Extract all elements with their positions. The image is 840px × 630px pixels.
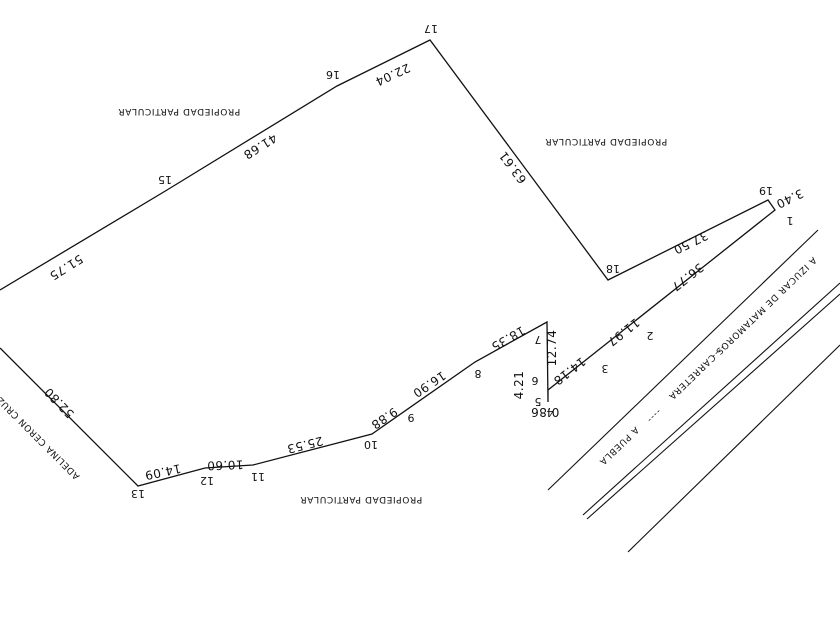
distance-label-6-7: 12.74 bbox=[545, 330, 559, 367]
vertex-label-6: 6 bbox=[532, 374, 539, 387]
vertex-label-18: 18 bbox=[606, 262, 620, 275]
vertex-label-7: 7 bbox=[535, 333, 542, 346]
vertex-label-16: 16 bbox=[326, 68, 340, 81]
boundary-line bbox=[0, 39, 776, 487]
vertex-label-5: 5 bbox=[535, 395, 542, 408]
distance-label-2-3: 11.97 bbox=[605, 315, 643, 349]
neighbor-label-top-left: PROPIEDAD PARTICULAR bbox=[118, 106, 241, 116]
vertex-label-3: 3 bbox=[602, 362, 609, 375]
distance-label-west-15: 51.75 bbox=[47, 252, 86, 283]
distance-label-10-11: 25.53 bbox=[285, 434, 324, 457]
distance-label-8-9: 16.90 bbox=[410, 368, 448, 400]
vertex-label-19: 19 bbox=[759, 184, 773, 197]
neighbor-label-bottom: PROPIEDAD PARTICULAR bbox=[300, 494, 423, 504]
vertex-label-15: 15 bbox=[158, 173, 172, 186]
road-edge-line-4 bbox=[627, 344, 840, 553]
vertex-label-9: 9 bbox=[408, 411, 415, 424]
vertex-label-10: 10 bbox=[364, 438, 378, 451]
distance-label-4-5: 0.86 bbox=[531, 405, 560, 419]
road-label-puebla: A PUEBLA bbox=[597, 424, 640, 466]
distance-label-13-west: 52.80 bbox=[41, 385, 77, 421]
vertex-label-1: 1 bbox=[787, 214, 794, 227]
road-edge-line-2 bbox=[582, 282, 840, 516]
vertex-label-13: 13 bbox=[131, 487, 145, 500]
road-label-carretera: CARRETERA bbox=[666, 352, 717, 402]
road-edge-line-3 bbox=[586, 293, 840, 520]
road-edge-line-1 bbox=[547, 229, 819, 491]
vertex-label-12: 12 bbox=[200, 474, 214, 487]
distance-label-19-1: 3.40 bbox=[774, 186, 806, 211]
vertex-label-4: 4 bbox=[547, 406, 554, 419]
distance-label-1-2: 36.77 bbox=[669, 260, 707, 294]
vertex-label-2: 2 bbox=[647, 329, 654, 342]
distance-label-11-12: 10.60 bbox=[206, 457, 243, 472]
distance-label-18-19: 37.50 bbox=[671, 228, 710, 257]
vertex-label-17: 17 bbox=[424, 22, 438, 35]
distance-label-12-13: 14.09 bbox=[143, 461, 182, 482]
road-label-dashes-lower: ---- bbox=[644, 406, 663, 424]
distance-label-9-10: 9.88 bbox=[368, 404, 400, 432]
vertex-label-11: 11 bbox=[251, 470, 265, 483]
vertex-label-8: 8 bbox=[475, 367, 482, 380]
distance-label-5-6: 4.21 bbox=[512, 371, 526, 400]
road-label-izucar: A IZUCAR DE MATAMOROS bbox=[713, 254, 818, 356]
distance-label-15-16: 41.68 bbox=[241, 131, 280, 162]
distance-label-7-8: 18.35 bbox=[489, 323, 528, 354]
neighbor-label-top-right: PROPIEDAD PARTICULAR bbox=[545, 136, 668, 146]
